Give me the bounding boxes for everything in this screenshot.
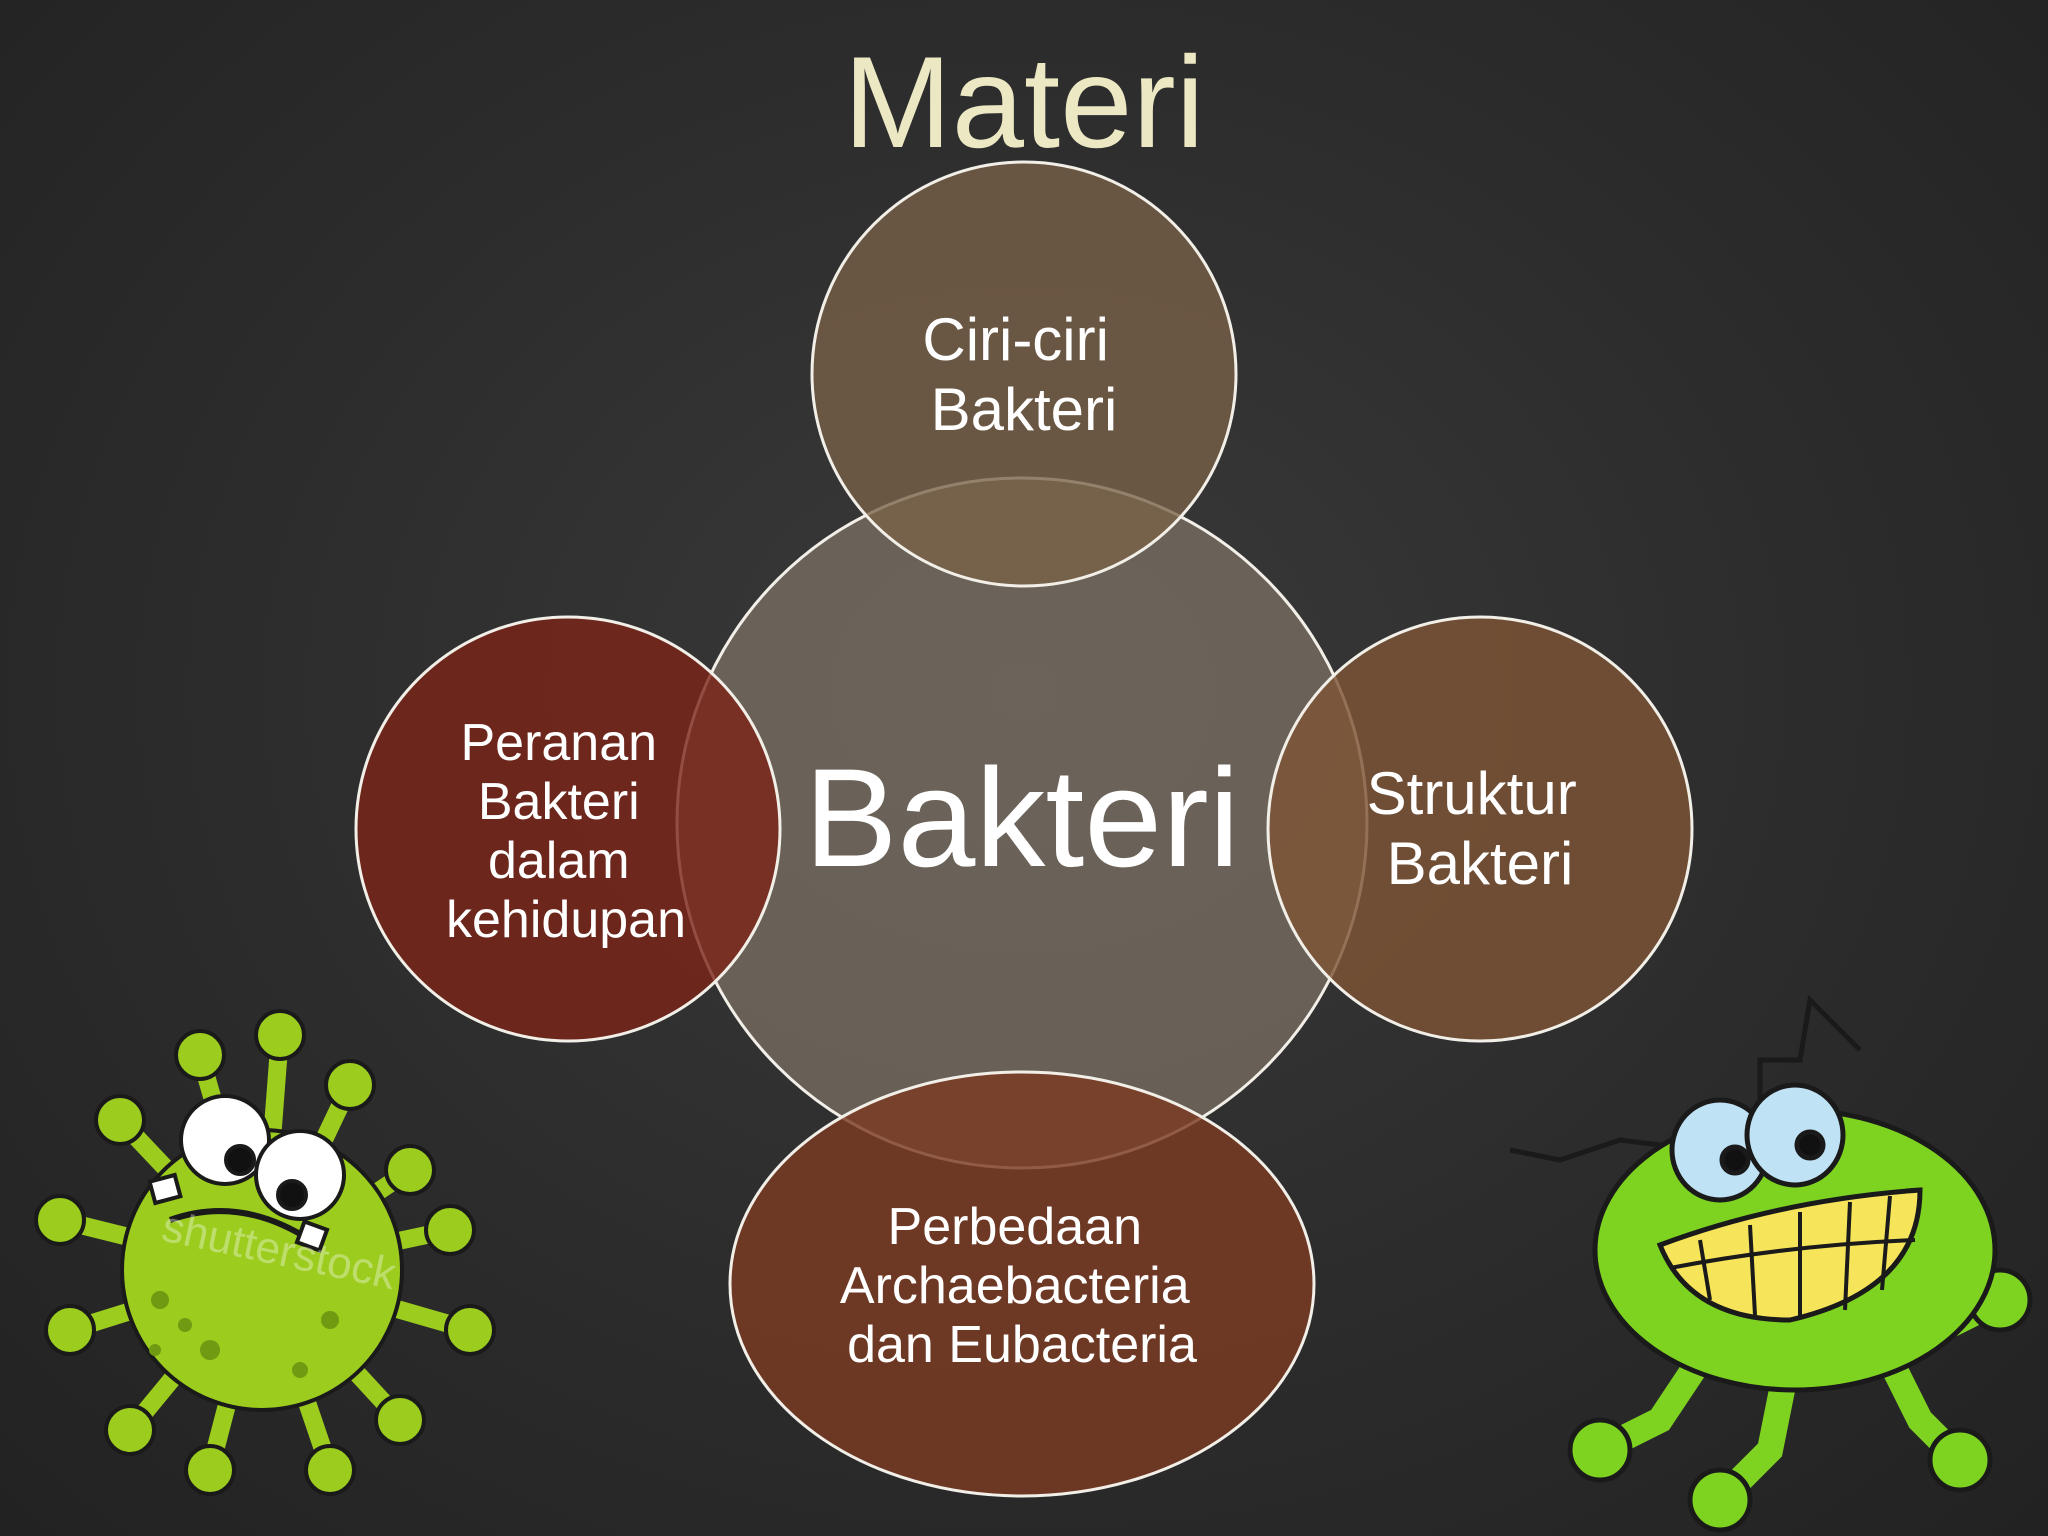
slide-title: Materi bbox=[843, 29, 1205, 175]
node-label-line: kehidupan bbox=[446, 891, 686, 949]
node-label-line: Ciri-ciri bbox=[922, 306, 1109, 373]
node-label-bottom: Perbedaan Archaebacteria dan Eubacteria bbox=[840, 1198, 1204, 1374]
node-circle-right bbox=[1266, 615, 1694, 1043]
node-circle-top bbox=[810, 160, 1238, 588]
center-label: Bakteri bbox=[804, 739, 1240, 896]
node-label-line: Bakteri bbox=[931, 376, 1118, 443]
node-label-left: Peranan Bakteri dalam kehidupan bbox=[446, 714, 686, 949]
node-label-top: Ciri-ciri Bakteri bbox=[922, 306, 1125, 443]
virus-cartoon-icon: shutterstock bbox=[34, 1009, 496, 1496]
node-circle-left bbox=[354, 615, 782, 1043]
node-label-line: Bakteri bbox=[478, 773, 640, 831]
node-label-line: Struktur bbox=[1367, 760, 1577, 827]
node-label-line: Bakteri bbox=[1387, 830, 1574, 897]
node-label-line: dan Eubacteria bbox=[847, 1316, 1197, 1374]
node-label-line: dalam bbox=[488, 832, 630, 890]
node-label-line: Archaebacteria bbox=[840, 1257, 1190, 1315]
bug-cartoon-icon bbox=[1509, 994, 2033, 1533]
node-circle-bottom bbox=[728, 1070, 1316, 1498]
node-label-line: Peranan bbox=[460, 714, 657, 772]
node-label-right: Struktur Bakteri bbox=[1367, 760, 1594, 897]
node-label-line: Perbedaan bbox=[888, 1198, 1142, 1256]
